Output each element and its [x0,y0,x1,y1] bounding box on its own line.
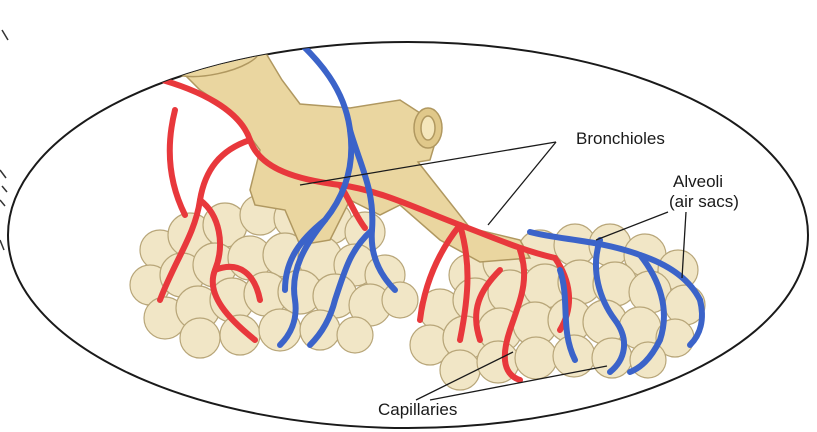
alveoli-label: Alveoli [673,172,723,192]
air-sacs-label: (air sacs) [669,192,739,212]
edge-marks [0,30,8,250]
magnified-view-outline [8,42,808,428]
capillaries-label: Capillaries [378,400,457,420]
bronchioles-label: Bronchioles [576,129,665,149]
